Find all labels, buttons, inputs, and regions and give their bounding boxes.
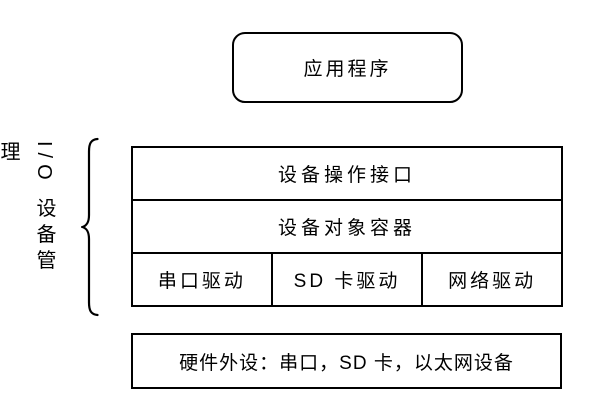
left-curly-brace-icon [81, 137, 99, 317]
device-management-stack: 设备操作接口 设备对象容器 串口驱动 SD 卡驱动 网络驱动 [131, 146, 563, 307]
serial-driver-cell: 串口驱动 [133, 254, 271, 305]
sd-card-driver-cell: SD 卡驱动 [270, 254, 422, 305]
application-label: 应用程序 [303, 59, 392, 80]
hardware-peripherals-box: 硬件外设：串口，SD 卡，以太网设备 [131, 333, 562, 389]
io-device-management-label: I/O 设备管理 [0, 141, 55, 276]
device-operation-interface-label: 设备操作接口 [277, 165, 416, 186]
network-driver-label: 网络驱动 [448, 271, 537, 292]
sd-card-driver-label: SD 卡驱动 [293, 271, 401, 292]
hardware-peripherals-label: 硬件外设：串口，SD 卡，以太网设备 [179, 352, 514, 374]
application-box: 应用程序 [232, 32, 463, 103]
device-object-container-label: 设备对象容器 [277, 218, 416, 239]
layer-device-object-container: 设备对象容器 [133, 199, 561, 252]
serial-driver-label: 串口驱动 [157, 271, 246, 292]
layer-device-operation-interface: 设备操作接口 [133, 148, 561, 199]
network-driver-cell: 网络驱动 [421, 254, 561, 305]
layer-drivers: 串口驱动 SD 卡驱动 网络驱动 [133, 252, 561, 305]
